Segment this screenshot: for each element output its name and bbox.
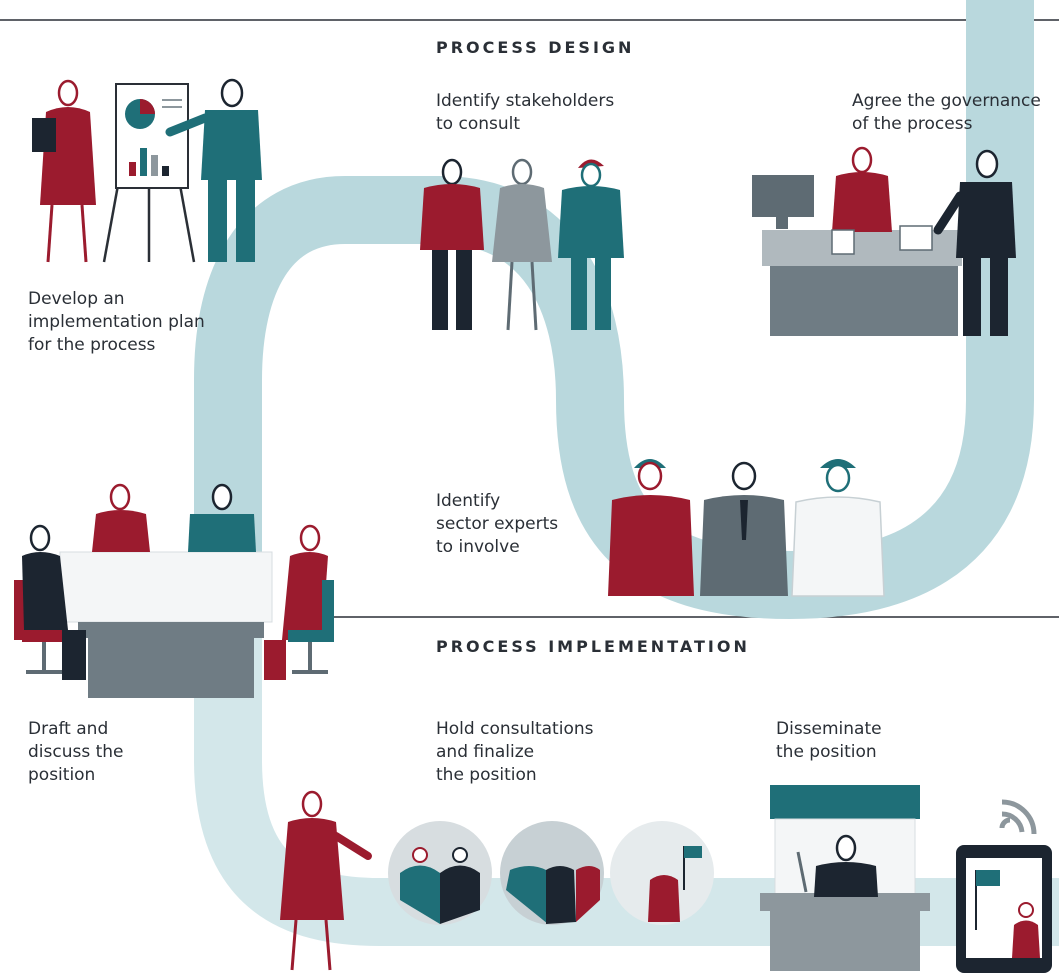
meeting-navy-person-icon [22,524,86,680]
office-chair-left-icon [14,580,68,674]
stakeholder-red-person-icon [420,158,484,330]
woman-presenter-icon [32,79,96,263]
microphone-icon [796,851,808,893]
man-presenter-icon [165,78,262,262]
step-consultations: Hold consultations and finalize the posi… [436,719,594,785]
flag-icon [684,846,702,858]
stakeholder-gray-person-icon [492,158,552,331]
flipchart-icon [102,83,196,263]
meeting-table-icon [59,551,273,698]
expert-gray-suit-icon [700,461,788,596]
process-path [194,0,1059,946]
expert-scientist-icon [791,459,885,597]
step-stakeholders: Identify stakeholders to consult [436,91,615,134]
booth-icon [760,785,930,971]
woman-presenter-bottom-icon [280,790,372,971]
paper-icon [831,225,933,255]
crowd-circle-3-icon [610,821,714,925]
step-disseminate: Disseminate the position [776,719,882,762]
crowd-circle-1-icon [388,821,492,925]
process-implementation-title: PROCESS IMPLEMENTATION [436,637,750,656]
crowd-circle-2-icon [500,821,604,925]
office-chair-right-icon [288,580,334,674]
step-implementation-plan: Develop an implementation plan for the p… [28,289,205,355]
process-design-title: PROCESS DESIGN [436,38,635,57]
step-sector-experts: Identify sector experts to involve [436,491,559,557]
meeting-teal-person-icon [188,483,256,552]
meeting-right-person-icon [264,524,328,680]
governance-red-person-icon [832,146,892,232]
step-governance: Agree the governance of the process [852,91,1041,134]
meeting-red-person-icon [92,483,150,552]
computer-monitor-icon [752,175,814,229]
stakeholder-worker-icon [558,159,624,330]
step-draft: Draft and discuss the position [28,719,124,785]
governance-desk-icon [762,230,962,336]
governance-navy-person-icon [933,149,1016,336]
tablet-icon [956,845,1052,973]
expert-red-worker-icon [608,459,694,596]
wifi-signal-icon [999,799,1037,835]
